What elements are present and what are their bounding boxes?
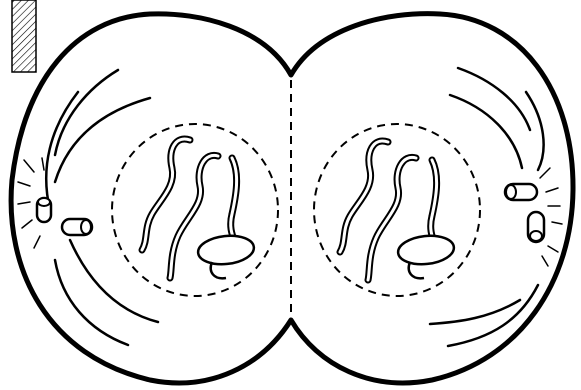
right-cell xyxy=(314,68,562,346)
spindle-fibers xyxy=(430,68,544,346)
centriole-pair xyxy=(505,184,544,242)
spindle-fibers xyxy=(46,70,158,345)
left-cell xyxy=(18,70,278,345)
centriole-pair xyxy=(37,198,92,235)
nucleolus xyxy=(197,233,256,267)
hatched-bar xyxy=(12,0,36,72)
nucleolus xyxy=(397,233,456,267)
